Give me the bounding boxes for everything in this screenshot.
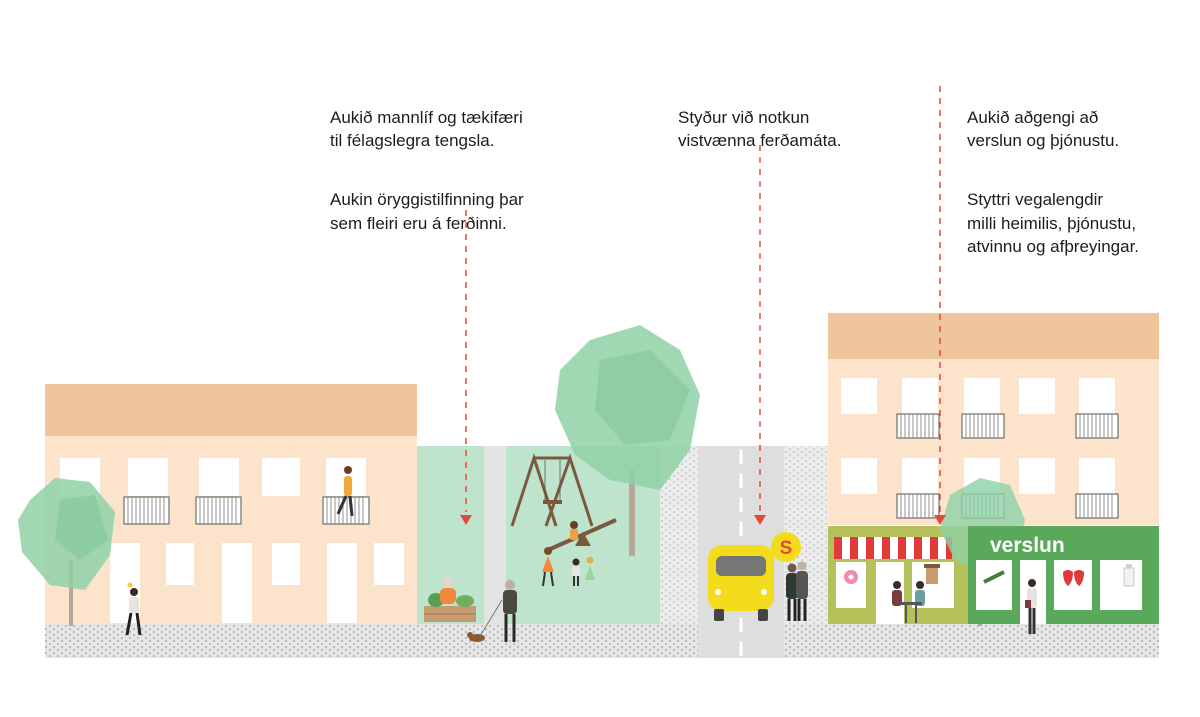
left-tree bbox=[18, 478, 115, 626]
caption-paragraph: Aukið aðgengi að verslun og þjónustu. bbox=[967, 107, 1120, 151]
cafe-awning bbox=[834, 537, 952, 559]
grocery-shop: verslun bbox=[968, 526, 1159, 634]
balcony bbox=[123, 496, 170, 525]
arrow-road bbox=[754, 145, 766, 525]
caption-services-access: Aukið aðgengi að verslun og þjónustu. St… bbox=[967, 82, 1187, 294]
caption-paragraph: Aukið mannlíf og tækifæri til félagslegr… bbox=[330, 107, 523, 151]
children-playing bbox=[542, 547, 595, 587]
people-at-bus-stop bbox=[786, 561, 808, 621]
vegetable-icon bbox=[983, 570, 1005, 584]
planter-box bbox=[424, 576, 476, 622]
right-building bbox=[828, 313, 1159, 525]
balcony bbox=[322, 496, 370, 525]
caption-social-life: Aukið mannlíf og tækifæri til félagslegr… bbox=[330, 82, 590, 271]
balcony bbox=[195, 496, 242, 525]
person-with-dog bbox=[467, 580, 517, 642]
pedestrian bbox=[125, 582, 142, 636]
balcony bbox=[961, 413, 1005, 439]
caption-sustainable-transport: Styður við notkun vistvænna ferðamáta. bbox=[678, 82, 898, 188]
caption-paragraph: Styttri vegalengdir milli heimilis, þjón… bbox=[967, 190, 1140, 256]
caption-paragraph: Styður við notkun vistvænna ferðamáta. bbox=[678, 107, 842, 151]
person-on-balcony bbox=[336, 466, 354, 517]
swing bbox=[510, 453, 594, 527]
balcony bbox=[896, 413, 940, 439]
caption-paragraph: Aukin öryggistilfinning þar sem fleiri e… bbox=[330, 190, 524, 233]
strawberry-icon bbox=[1063, 570, 1084, 586]
balcony bbox=[1075, 493, 1119, 519]
bus-stop-letter: S bbox=[780, 538, 793, 559]
sidewalk bbox=[45, 622, 1159, 658]
arrow-park bbox=[460, 210, 472, 525]
cafe bbox=[828, 526, 968, 624]
balcony bbox=[1075, 413, 1119, 439]
balcony bbox=[896, 493, 940, 519]
coffee-cup-icon bbox=[926, 566, 938, 584]
milk-carton-icon bbox=[1123, 564, 1135, 587]
arrow-shops bbox=[934, 86, 946, 525]
shop-sign: verslun bbox=[990, 534, 1065, 557]
seesaw bbox=[547, 518, 617, 552]
park-tree bbox=[555, 325, 700, 556]
bus bbox=[708, 545, 774, 621]
bus-stop-sign: S bbox=[771, 532, 801, 562]
